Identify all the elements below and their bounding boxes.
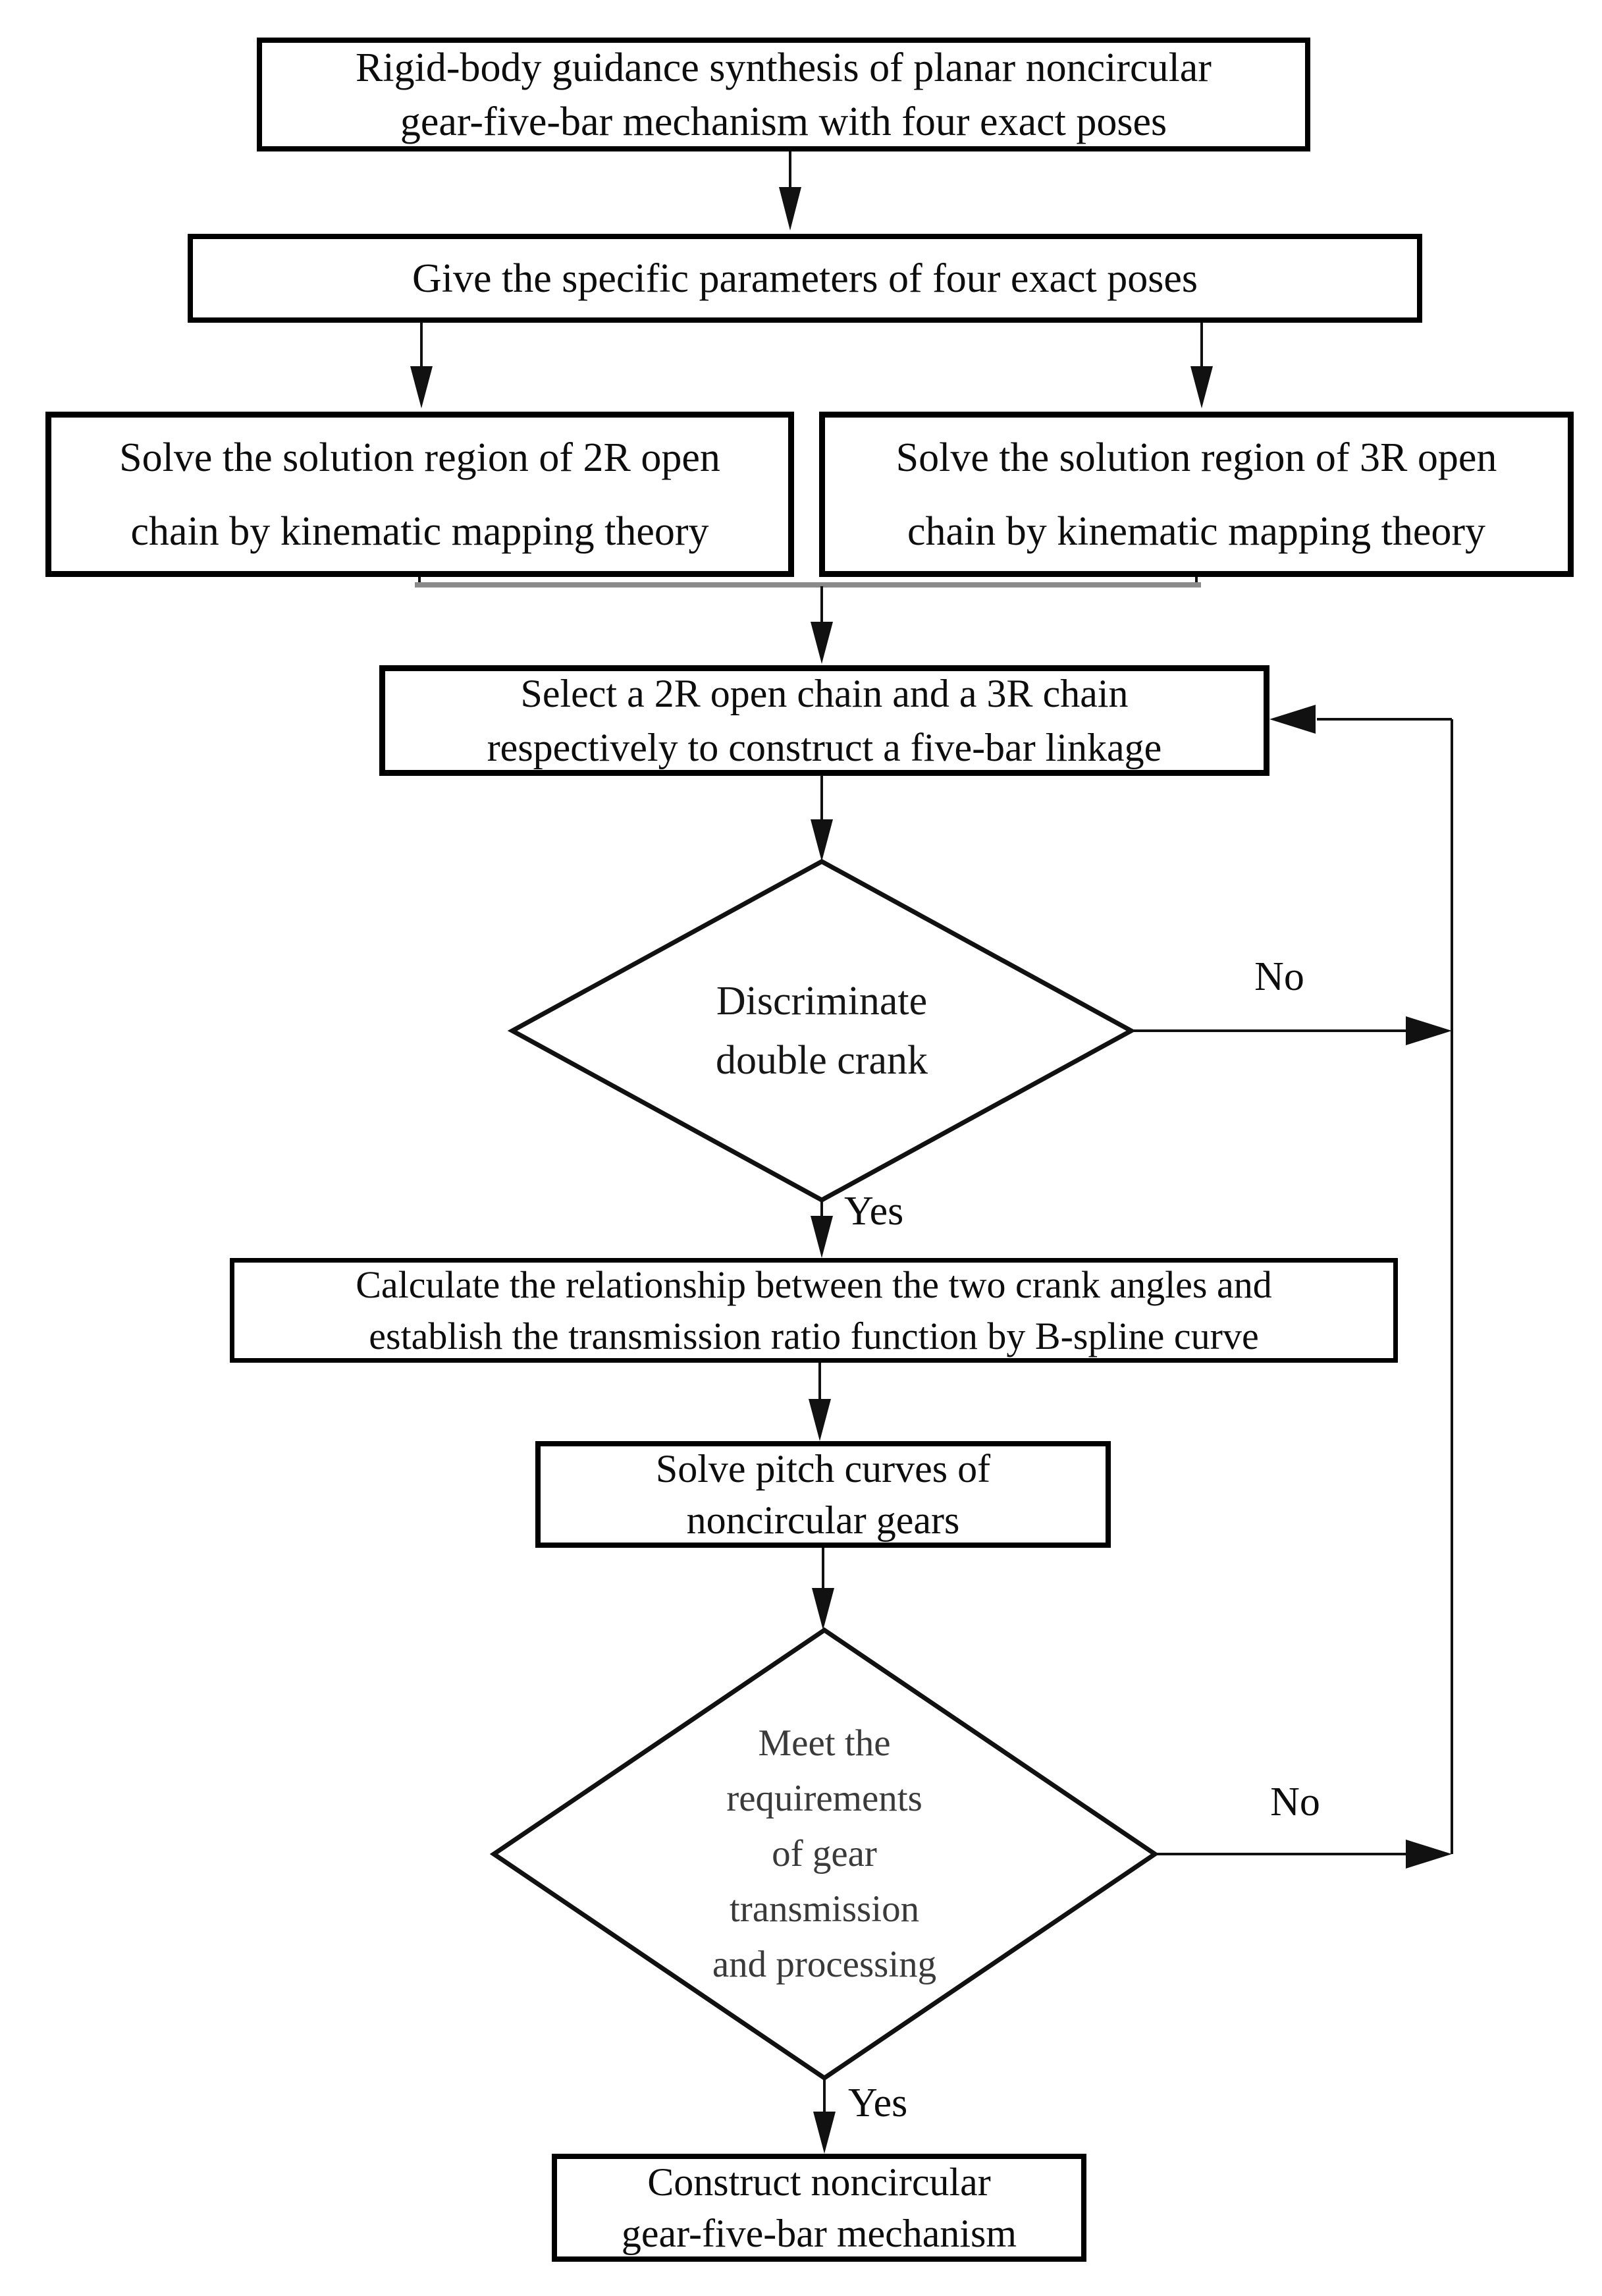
node-solve-2r-line1: Solve the solution region of 2R open	[119, 435, 720, 480]
decision-requirements-line1: Meet the	[758, 1722, 891, 1764]
label-discriminate-yes: Yes	[844, 1189, 904, 1234]
arrowhead-title-to-give	[779, 187, 801, 231]
label-discriminate-no: No	[1254, 954, 1304, 999]
decision-requirements-line5: and processing	[712, 1944, 937, 1985]
node-solve-2r-region: Solve the solution region of 2R open cha…	[45, 412, 794, 577]
arrowhead-give-to-2r	[410, 366, 433, 408]
node-title: Rigid-body guidance synthesis of planar …	[257, 38, 1310, 151]
arrowhead-select-to-discriminate	[811, 819, 833, 861]
decision-requirements-line3: of gear	[772, 1833, 877, 1874]
node-solve-3r-region: Solve the solution region of 3R open cha…	[819, 412, 1574, 577]
node-solve-3r-line1: Solve the solution region of 3R open	[895, 435, 1497, 480]
node-give-params: Give the specific parameters of four exa…	[188, 234, 1422, 323]
node-construct-line2: gear-five-bar mechanism	[621, 2212, 1017, 2255]
node-calc-line2: establish the transmission ratio functio…	[369, 1314, 1259, 1357]
arrowhead-requirements-yes	[813, 2112, 836, 2154]
arrowhead-discriminate-yes	[811, 1216, 833, 1258]
node-title-line1: Rigid-body guidance synthesis of planar …	[356, 45, 1212, 90]
arrowhead-merge-to-select	[811, 622, 833, 664]
node-construct-line1: Construct noncircular	[647, 2160, 991, 2204]
decision-requirements-line4: transmission	[729, 1888, 920, 1930]
node-calc-line1: Calculate the relationship between the t…	[356, 1263, 1272, 1306]
node-solve-2r-line2: chain by kinematic mapping theory	[130, 508, 709, 554]
decision-discriminate-double-crank: Discriminate double crank	[512, 861, 1131, 1200]
label-requirements-yes: Yes	[848, 2081, 908, 2125]
label-requirements-no: No	[1270, 1780, 1320, 1824]
node-title-line2: gear-five-bar mechanism with four exact …	[400, 99, 1167, 144]
diamond-discriminate-double-crank	[507, 859, 1136, 1203]
arrowhead-pitch-to-requirements	[812, 1588, 834, 1630]
arrowhead-discriminate-no	[1406, 1016, 1452, 1045]
node-construct-mechanism: Construct noncircular gear-five-bar mech…	[552, 2154, 1086, 2262]
decision-discriminate-line2: double crank	[716, 1038, 928, 1083]
node-solve-pitch-curves: Solve pitch curves of noncircular gears	[535, 1441, 1111, 1548]
arrowhead-feedback-into-select	[1269, 705, 1316, 734]
node-select-chains-line2: respectively to construct a five-bar lin…	[487, 726, 1162, 769]
node-solve-3r-line2: chain by kinematic mapping theory	[907, 508, 1486, 554]
decision-requirements-line2: requirements	[726, 1778, 922, 1819]
decision-discriminate-line1: Discriminate	[716, 979, 928, 1024]
node-pitch-line2: noncircular gears	[686, 1498, 960, 1542]
arrowhead-give-to-3r	[1190, 366, 1213, 408]
node-select-chains-line1: Select a 2R open chain and a 3R chain	[520, 672, 1129, 715]
diamond-meet-requirements	[489, 1627, 1160, 2081]
node-calc-transmission-ratio: Calculate the relationship between the t…	[230, 1258, 1398, 1363]
node-select-chains: Select a 2R open chain and a 3R chain re…	[379, 665, 1269, 776]
decision-meet-requirements: Meet the requirements of gear transmissi…	[494, 1630, 1155, 2078]
arrowhead-requirements-no	[1406, 1840, 1452, 1869]
arrowhead-calc-to-pitch	[809, 1399, 831, 1441]
node-give-params-line1: Give the specific parameters of four exa…	[412, 256, 1198, 301]
node-pitch-line1: Solve pitch curves of	[655, 1447, 991, 1490]
